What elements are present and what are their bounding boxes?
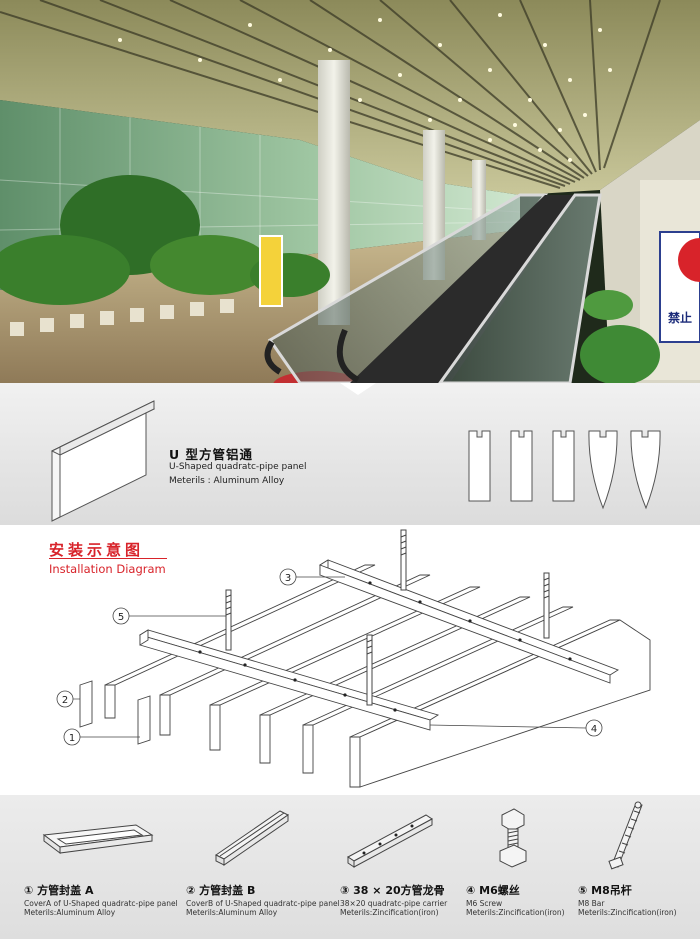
hanger-rods — [225, 529, 550, 706]
part-end-cap-a: ① 方管封盖 A CoverA of U-Shaped quadratc-pip… — [24, 795, 178, 939]
carrier-front — [138, 629, 440, 731]
plants — [0, 175, 660, 383]
hero-photo: 禁止 — [0, 0, 700, 383]
part-hanger-rod: ⑤ M8吊杆 M8 Bar Meterils:Zincification(iro… — [578, 795, 700, 939]
u-panels — [104, 564, 651, 788]
parts-band: ① 方管封盖 A CoverA of U-Shaped quadratc-pip… — [0, 795, 700, 939]
installation-subtitle: Installation Diagram — [49, 562, 166, 576]
part-title: ③ 38 × 20方管龙骨 — [340, 884, 445, 897]
product-band: U 型方管铝通 U-Shaped quadratc-pipe panel Met… — [0, 383, 700, 525]
band-pointer — [340, 383, 376, 395]
callout-5: 5 — [118, 612, 124, 623]
part-screw: ④ M6螺丝 M6 Screw Meterils:Zincification(i… — [466, 795, 616, 939]
callout-circle-3 — [279, 568, 297, 586]
part-title: ① 方管封盖 A — [24, 884, 94, 897]
product-subtitle: U-Shaped quadratc-pipe panel — [169, 462, 307, 472]
callout-1: 1 — [69, 733, 75, 744]
installation-diagram: 1 2 3 4 5 — [56, 529, 651, 788]
carrier-back — [318, 559, 620, 684]
part-title: ② 方管封盖 B — [186, 884, 256, 897]
ceiling-slats — [0, 0, 661, 189]
title-rule — [49, 558, 167, 559]
callout-circle-4 — [585, 719, 603, 737]
callout-circle-5 — [112, 607, 130, 625]
part-title: ④ M6螺丝 — [466, 884, 520, 897]
station-escalator-image: 禁止 — [0, 0, 700, 383]
callout-4: 4 — [591, 724, 597, 735]
part-description: CoverA of U-Shaped quadratc-pipe panel — [24, 899, 178, 908]
part-end-cap-b: ② 方管封盖 B CoverB of U-Shaped quadratc-pip… — [186, 795, 340, 939]
part-title: ⑤ M8吊杆 — [578, 884, 632, 897]
callout-3: 3 — [285, 573, 291, 584]
part-description: M6 Screw — [466, 899, 503, 908]
screw-icon — [499, 808, 527, 868]
part-material: Meterils:Aluminum Alloy — [186, 908, 278, 917]
callout-2: 2 — [62, 695, 68, 706]
u-panel-illustration — [50, 400, 661, 522]
product-material: Meterils : Aluminum Alloy — [169, 476, 285, 486]
part-carrier: ③ 38 × 20方管龙骨 38×20 quadratc-pipe carrie… — [340, 795, 490, 939]
profile-sections — [468, 430, 661, 510]
ceiling-lights — [118, 13, 612, 162]
part-material: Meterils:Aluminum Alloy — [24, 908, 116, 917]
end-cap-a-icon — [42, 824, 154, 854]
carrier-icon — [347, 814, 433, 868]
installation-section: 安装示意图 Installation Diagram — [0, 525, 700, 795]
sign-text: 禁止 — [668, 310, 692, 325]
installation-title: 安装示意图 — [49, 541, 145, 559]
walkway-track — [350, 195, 575, 383]
hanger-rod-icon — [608, 801, 643, 870]
part-material: Meterils:Zincification(iron) — [578, 908, 677, 917]
product-title: U 型方管铝通 — [169, 447, 254, 462]
part-description: CoverB of U-Shaped quadratc-pipe panel — [186, 899, 340, 908]
end-cap-b-icon — [215, 810, 289, 866]
info-stand — [259, 235, 283, 307]
walkway-right — [438, 193, 602, 383]
part-description: M8 Bar — [578, 899, 605, 908]
callout-circle-2 — [56, 690, 74, 708]
part-material: Meterils:Zincification(iron) — [466, 908, 565, 917]
part-material: Meterils:Zincification(iron) — [340, 908, 439, 917]
part-description: 38×20 quadratc-pipe carrier — [340, 899, 448, 908]
end-caps — [79, 680, 151, 745]
callout-circle-1 — [63, 728, 81, 746]
